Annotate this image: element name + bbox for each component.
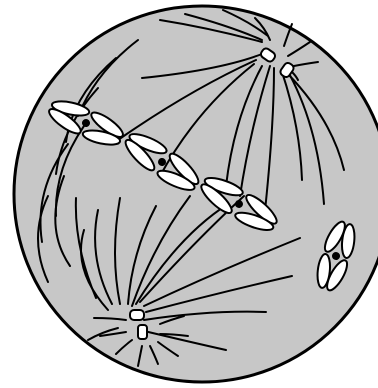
mitosis-diagram-canvas xyxy=(0,0,378,388)
cell-division-illustration xyxy=(0,0,378,388)
